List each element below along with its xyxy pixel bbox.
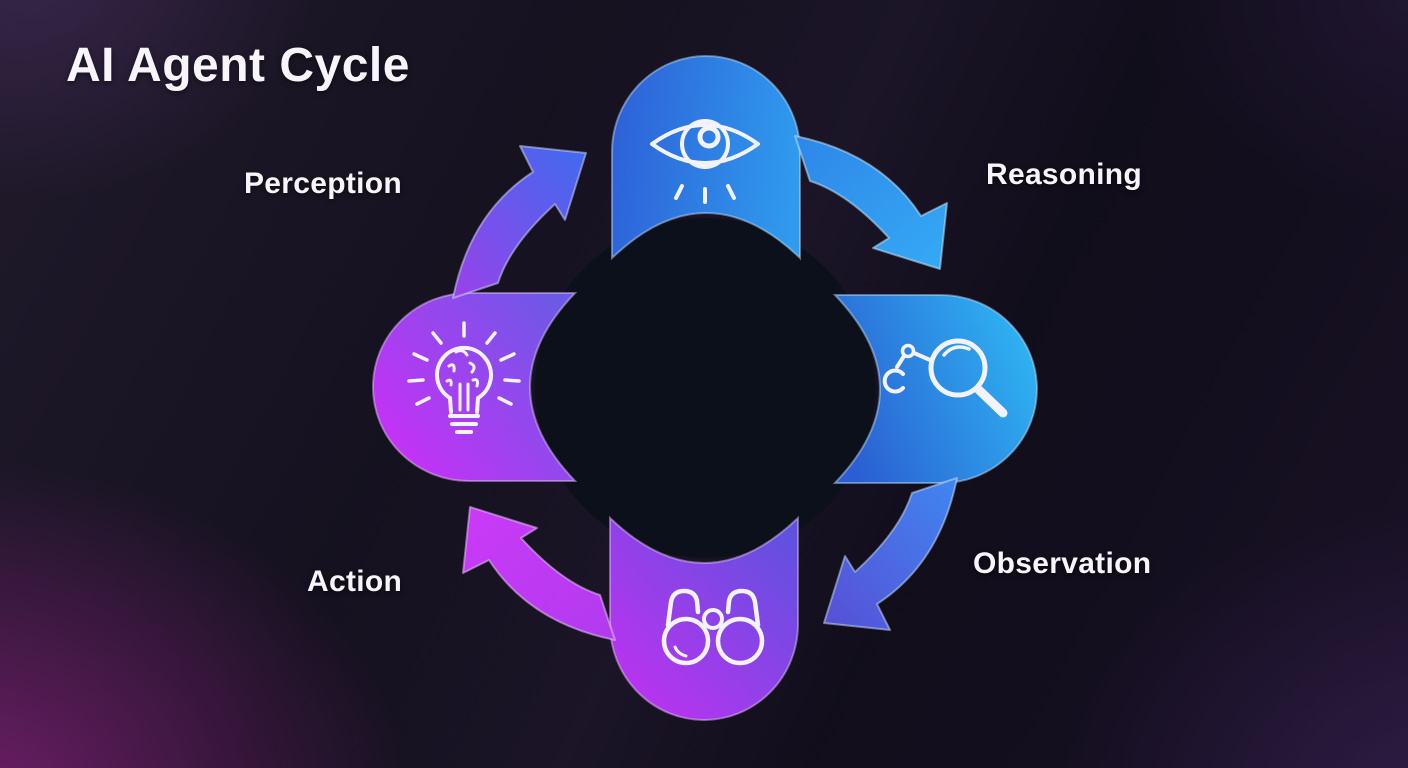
stage-label-observation: Observation	[973, 547, 1152, 580]
lightbulb-brain-icon	[407, 321, 521, 434]
petal-perception	[611, 55, 801, 261]
arrow-bottom-left-icon	[462, 506, 616, 641]
arrow-top-left-icon	[452, 145, 587, 299]
page-title: AI Agent Cycle	[66, 39, 410, 92]
arrow-bottom-right-icon	[823, 477, 958, 631]
robot-arm-magnifier-icon	[882, 338, 1008, 418]
binoculars-icon	[661, 588, 765, 666]
petal-reasoning	[832, 294, 1038, 484]
arrow-top-right-icon	[794, 135, 948, 270]
eye-icon	[650, 119, 760, 204]
petal-action	[372, 292, 578, 482]
stage-label-reasoning: Reasoning	[986, 158, 1143, 191]
stage-label-action: Action	[307, 565, 403, 598]
stage-label-perception: Perception	[244, 167, 403, 200]
cycle-center-circle	[535, 218, 875, 558]
